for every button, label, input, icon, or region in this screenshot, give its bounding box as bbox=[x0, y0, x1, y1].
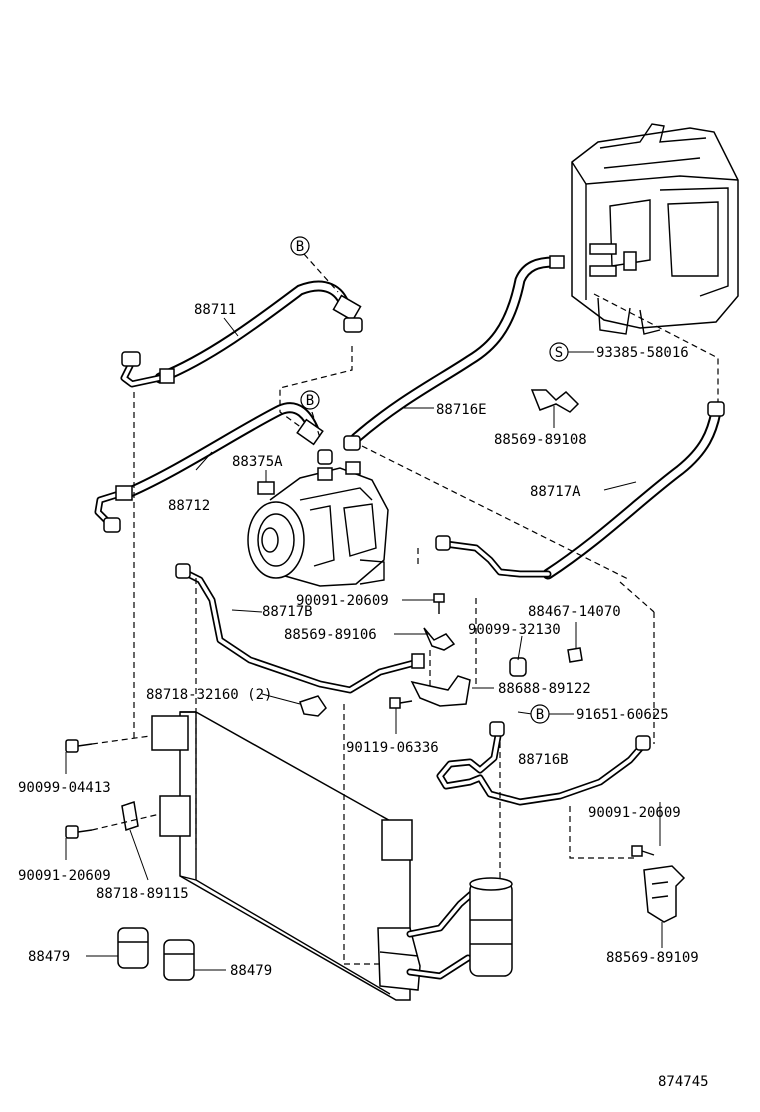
callout-88467-14070: 88467-14070 bbox=[528, 604, 621, 620]
callout-90091-20609-right: 90091-20609 bbox=[588, 805, 681, 821]
callout-88569-89108: 88569-89108 bbox=[494, 432, 587, 448]
pipe-88717B bbox=[175, 563, 425, 694]
bracket-88569-89106 bbox=[423, 627, 456, 651]
callout-88717A: 88717A bbox=[530, 484, 581, 500]
callout-88717B: 88717B bbox=[262, 604, 313, 620]
hose-88716E bbox=[343, 255, 565, 451]
evaporator-unit bbox=[571, 123, 739, 335]
bolt-90091-20609-top bbox=[433, 593, 445, 614]
reference-markers: B B B S bbox=[290, 236, 569, 724]
callout-90099-32130: 90099-32130 bbox=[468, 622, 561, 638]
marker-b-lower: B bbox=[300, 390, 320, 410]
callout-88718-32160: 88718-32160 (2) bbox=[146, 687, 272, 703]
callout-88569-89109: 88569-89109 bbox=[606, 950, 699, 966]
clip-88467-14070 bbox=[567, 647, 583, 663]
svg-text:S: S bbox=[555, 345, 563, 361]
pipe-88716B bbox=[436, 721, 651, 806]
bracket-88569-89109 bbox=[643, 865, 686, 923]
callout-88711: 88711 bbox=[194, 302, 236, 318]
callout-88712: 88712 bbox=[168, 498, 210, 514]
callout-91651-60625: 91651-60625 bbox=[576, 707, 669, 723]
receiver-dryer bbox=[469, 877, 513, 977]
svg-text:B: B bbox=[296, 239, 304, 255]
bolt-90099-04413 bbox=[65, 739, 93, 753]
hose-88711 bbox=[120, 280, 363, 388]
hose-88712 bbox=[94, 402, 333, 533]
bolt-90091-20609-left bbox=[65, 825, 93, 839]
callout-90091-20609-top: 90091-20609 bbox=[296, 593, 389, 609]
callout-88716B: 88716B bbox=[518, 752, 569, 768]
callout-88688-89122: 88688-89122 bbox=[498, 681, 591, 697]
callout-93385-58016: 93385-58016 bbox=[596, 345, 689, 361]
leader-lines bbox=[65, 317, 663, 971]
bolt-90119-06336 bbox=[389, 697, 413, 709]
assembly-lines bbox=[91, 253, 719, 965]
svg-text:B: B bbox=[306, 393, 314, 409]
bracket-88718-89115 bbox=[121, 801, 139, 831]
bolt-90091-20609-right bbox=[631, 845, 655, 857]
compressor bbox=[247, 461, 389, 587]
clip-88375A bbox=[257, 481, 275, 495]
cushion-88479-a bbox=[117, 927, 149, 969]
marker-s: S bbox=[549, 342, 569, 362]
callout-90099-04413: 90099-04413 bbox=[18, 780, 111, 796]
bracket-88688-89122 bbox=[410, 675, 471, 707]
callout-90119-06336: 90119-06336 bbox=[346, 740, 439, 756]
callout-88479-left: 88479 bbox=[28, 949, 70, 965]
hose-88717A bbox=[435, 401, 725, 580]
callout-88718-89115: 88718-89115 bbox=[96, 886, 189, 902]
callout-88569-89106: 88569-89106 bbox=[284, 627, 377, 643]
figure-number: 874745 bbox=[658, 1074, 709, 1090]
clip-88718-32160 bbox=[299, 695, 327, 717]
cushion-88479-b bbox=[163, 939, 195, 981]
condenser bbox=[151, 711, 480, 1001]
callout-88716E: 88716E bbox=[436, 402, 487, 418]
callout-88375A: 88375A bbox=[232, 454, 283, 470]
cushion-90099-32130 bbox=[509, 657, 527, 677]
callout-88479-right: 88479 bbox=[230, 963, 272, 979]
svg-text:B: B bbox=[536, 707, 544, 723]
bracket-88569-89108 bbox=[530, 389, 580, 413]
callout-90091-20609-left: 90091-20609 bbox=[18, 868, 111, 884]
marker-b-right: B bbox=[530, 704, 550, 724]
callouts: 88711 88712 88375A 88716E 93385-58016 88… bbox=[18, 302, 699, 979]
marker-b-upper: B bbox=[290, 236, 310, 256]
